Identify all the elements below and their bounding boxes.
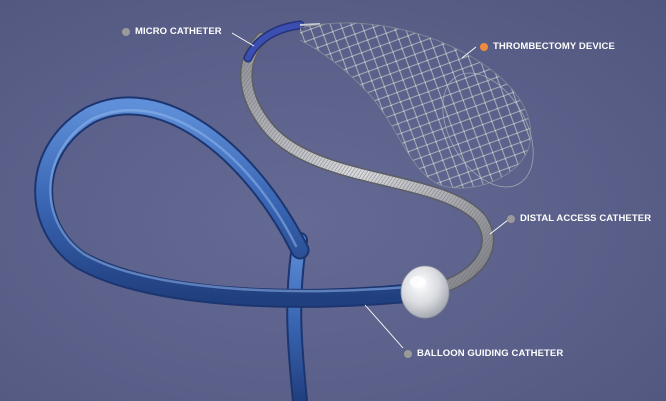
label-micro-catheter: MICRO CATHETER — [122, 26, 222, 38]
balloon-glint — [410, 276, 426, 288]
label-micro-catheter-text: MICRO CATHETER — [135, 26, 222, 37]
guiding-catheter-tail-highlight — [288, 234, 306, 401]
guiding-catheter-loop — [36, 98, 428, 306]
marker-dot — [507, 215, 515, 223]
guiding-catheter-loop-sheen — [49, 109, 420, 293]
leader-balloon-guiding-catheter — [364, 304, 404, 349]
marker-dot — [122, 28, 130, 36]
leader-micro-catheter — [231, 32, 255, 47]
thrombectomy-device-outline — [299, 22, 532, 189]
label-distal-access-catheter: DISTAL ACCESS CATHETER — [507, 213, 651, 225]
distal-access-catheter-coil — [241, 33, 493, 293]
micro-catheter-tip — [245, 22, 303, 61]
marker-dot — [404, 350, 412, 358]
micro-catheter-wire — [299, 23, 321, 26]
thrombectomy-device — [300, 22, 531, 189]
label-thrombectomy-device: THROMBECTOMY DEVICE — [480, 41, 615, 53]
label-thrombectomy-device-text: THROMBECTOMY DEVICE — [493, 41, 615, 52]
label-balloon-guiding-catheter: BALLOON GUIDING CATHETER — [404, 348, 563, 360]
label-distal-access-catheter-text: DISTAL ACCESS CATHETER — [520, 213, 652, 224]
label-balloon-guiding-catheter-text: BALLOON GUIDING CATHETER — [417, 348, 564, 359]
leader-thrombectomy-device — [461, 46, 477, 59]
leader-distal-access-catheter — [489, 219, 509, 235]
thrombectomy-device-mouth — [442, 72, 534, 188]
marker-dot-highlight — [480, 43, 488, 51]
balloon — [400, 265, 450, 319]
